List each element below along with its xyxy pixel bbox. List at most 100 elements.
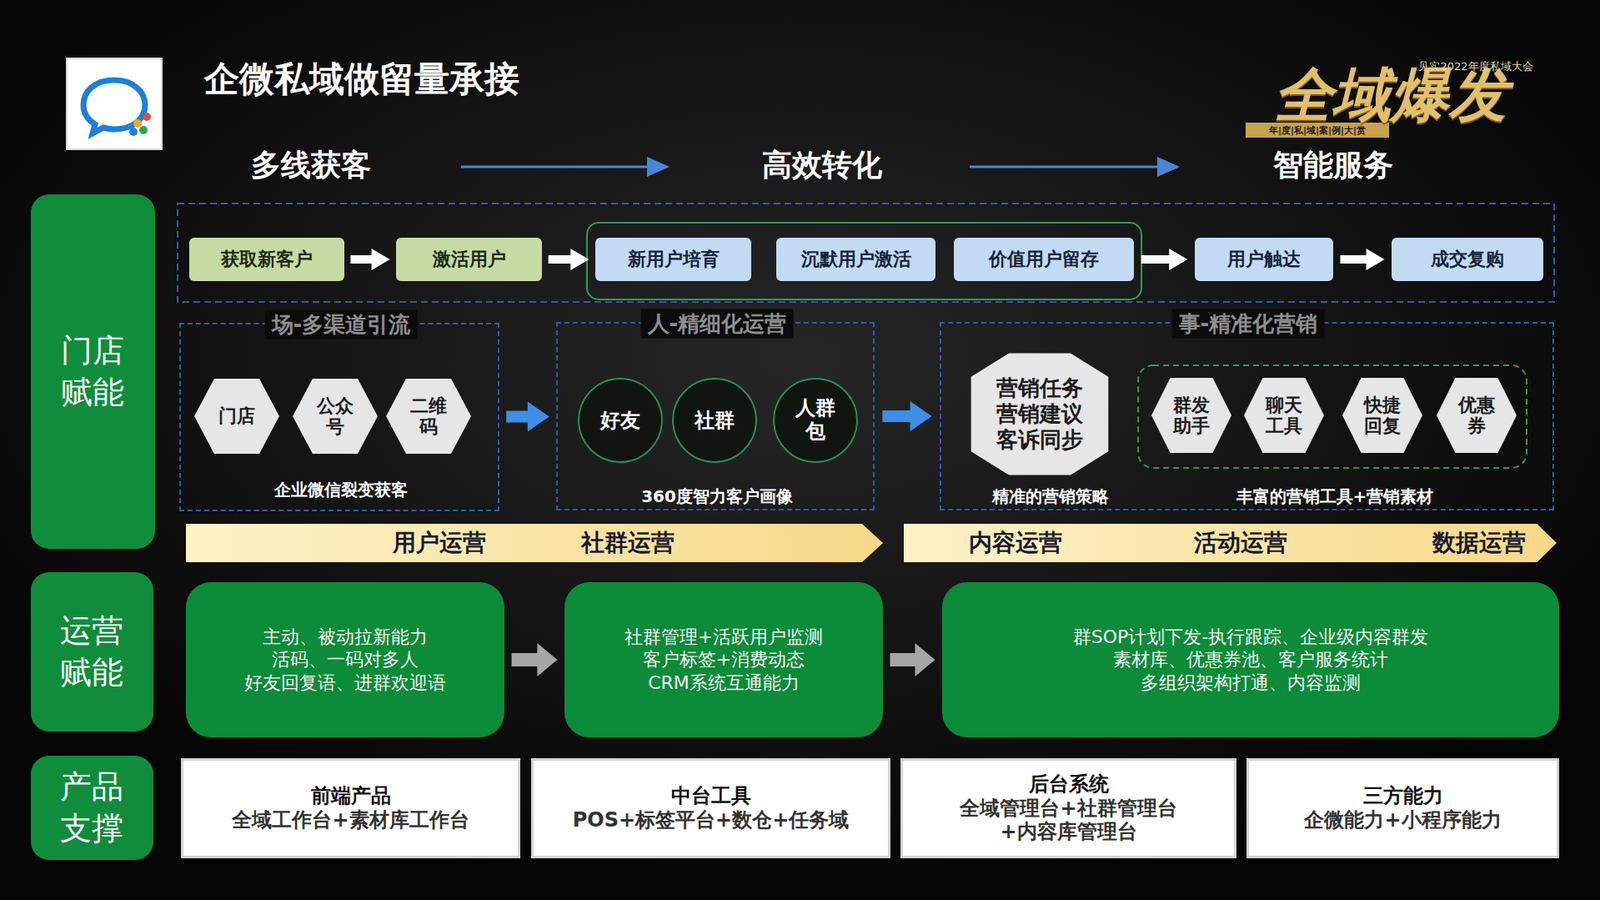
node-text: 门店赋能	[60, 330, 126, 413]
text-wrap: 群发助手	[1150, 376, 1233, 454]
node-text: 社群管理+活跃用户监测	[624, 625, 823, 649]
circle-shape	[672, 378, 757, 462]
phase-arrow	[969, 165, 1178, 169]
flow-arrow	[548, 248, 590, 271]
node-text: 群SOP计划下发-执行跟踪、企业级内容群发	[1073, 625, 1430, 649]
pillB-node: 沉默用户激活	[776, 237, 936, 281]
node-text: 用户触达	[1227, 246, 1301, 272]
hex-node: 优惠券	[1435, 376, 1518, 454]
band-text: 活动运营	[1193, 526, 1288, 559]
band-text: 数据运营	[1432, 526, 1526, 559]
node-text: 获取新客户	[220, 246, 313, 272]
node-text: 社群	[694, 406, 735, 434]
white-node: 后台系统全域管理台+社群管理台+内容库管理台	[900, 757, 1237, 858]
node-text: 活码、一码对多人	[271, 647, 419, 672]
hex-node: 二维码	[385, 377, 472, 455]
logo-text: 年|度|私|域|案|例|大|赏	[1268, 124, 1366, 137]
pillB-node: 价值用户留存	[953, 237, 1134, 281]
flow-arrow	[511, 642, 558, 677]
hex-node: 快捷回复	[1341, 376, 1424, 454]
node-text: CRM系统互通能力	[647, 671, 800, 695]
flow-arrow	[506, 401, 550, 432]
text-wrap: 获取新客户	[189, 237, 345, 281]
logo-text: 见实2022年度私域大会	[1418, 59, 1533, 75]
band-arrow	[903, 523, 1557, 562]
node-text: 中台工具	[671, 783, 752, 808]
node-text: 企微能力+小程序能力	[1304, 807, 1501, 833]
phase-heading: 智能服务	[1273, 145, 1394, 186]
dash-node: 事-精准化营销精准的营销策略丰富的营销工具+营销素材营销任务 营销建议 客诉同步…	[939, 321, 1555, 511]
node-text: 运营赋能	[60, 610, 126, 693]
dash-node: 场-多渠道引流企业微信裂变获客门店公众号二维码	[179, 322, 500, 512]
node-text: +内容库管理台	[999, 819, 1137, 844]
text-wrap: 用户触达	[1194, 237, 1334, 281]
circle-shape	[773, 378, 858, 462]
text-wrap: 优惠券	[1435, 376, 1518, 454]
node-text: 新用户培育	[627, 246, 720, 272]
pillG-node: 激活用户	[396, 237, 542, 281]
text-wrap: 运营赋能	[30, 571, 154, 732]
circ-node: 好友	[576, 376, 664, 464]
band-arrow	[185, 523, 883, 562]
oct-node: 营销任务 营销建议 客诉同步	[969, 351, 1110, 477]
hexagon-shape	[386, 378, 472, 454]
pillB-node: 成交复购	[1391, 237, 1544, 281]
node-text: 产品支撑	[60, 766, 126, 849]
text-wrap: 二维码	[385, 377, 472, 455]
conversion-bracket	[586, 222, 1142, 300]
node-text: 公众号	[315, 395, 354, 438]
node-text: 成交复购	[1430, 246, 1505, 272]
tools-frame	[1138, 365, 1527, 468]
text-wrap: 公众号	[291, 377, 379, 455]
text-wrap: 价值用户留存	[953, 237, 1134, 281]
hex-node: 群发助手	[1150, 376, 1233, 454]
group-heading: 人-精细化运营	[641, 309, 794, 339]
text-wrap: 中台工具POS+标签平台+数仓+任务域	[533, 760, 888, 856]
white-node: 前端产品全域工作台+素材库工作台	[180, 757, 521, 858]
node-text: 三方能力	[1363, 783, 1444, 808]
logo-dot	[142, 112, 151, 121]
flow-arrow	[1339, 248, 1385, 271]
text-wrap: 社群	[671, 376, 758, 464]
text-wrap: 门店赋能	[30, 194, 156, 549]
slide-title: 企微私域做留量承接	[204, 55, 520, 103]
band-node: 内容运营 活动运营 数据运营	[903, 523, 1557, 562]
band-outline	[185, 523, 883, 562]
pillG-node: 获取新客户	[189, 237, 345, 281]
node-text: 门店	[218, 403, 256, 429]
side-node: 运营赋能	[30, 571, 154, 732]
band-node: 用户运营社群运营	[185, 523, 883, 562]
node-text: 优惠券	[1457, 394, 1495, 437]
node-text: 聊天工具	[1264, 394, 1303, 437]
text-wrap: 快捷回复	[1341, 376, 1424, 454]
logo-bubble	[83, 80, 146, 134]
logo-dot	[133, 119, 142, 128]
pillB-node: 新用户培育	[595, 237, 752, 281]
node-text: 后台系统	[1028, 772, 1109, 797]
text-wrap: 沉默用户激活	[776, 237, 936, 281]
node-text: 人群包	[794, 396, 836, 443]
band-text: 内容运营	[968, 526, 1063, 559]
text-wrap: 好友	[576, 376, 664, 464]
side-node: 门店赋能	[30, 194, 156, 549]
band-text: 用户运营	[392, 526, 487, 559]
hexagon-shape	[1436, 377, 1517, 453]
text-wrap: 门店	[193, 377, 281, 455]
white-node: 三方能力企微能力+小程序能力	[1246, 757, 1560, 858]
text-wrap: 群SOP计划下发-执行跟踪、企业级内容群发素材库、优惠券池、客户服务统计多组织架…	[942, 581, 1560, 738]
group-caption: 企业微信裂变获客	[274, 478, 408, 502]
text-wrap: 社群管理+活跃用户监测客户标签+消费动态CRM系统互通能力	[564, 581, 883, 738]
node-text: 快捷回复	[1363, 394, 1401, 437]
octagon-shape	[971, 352, 1109, 475]
hex-node: 公众号	[291, 377, 379, 455]
node-text: 素材库、优惠券池、客户服务统计	[1113, 647, 1389, 672]
text-wrap: 新用户培育	[595, 237, 752, 281]
green-node: 社群管理+活跃用户监测客户标签+消费动态CRM系统互通能力	[564, 581, 883, 738]
node-text: 二维码	[409, 395, 447, 438]
circ-node: 社群	[671, 376, 758, 464]
green-node: 主动、被动拉新能力活码、一码对多人好友回复语、进群欢迎语	[185, 581, 505, 738]
dash-node: 人-精细化运营360度智力客户画像好友社群人群包	[556, 321, 875, 511]
text-wrap: 产品支撑	[30, 755, 154, 860]
node-text: 全域管理台+社群管理台	[959, 796, 1177, 821]
